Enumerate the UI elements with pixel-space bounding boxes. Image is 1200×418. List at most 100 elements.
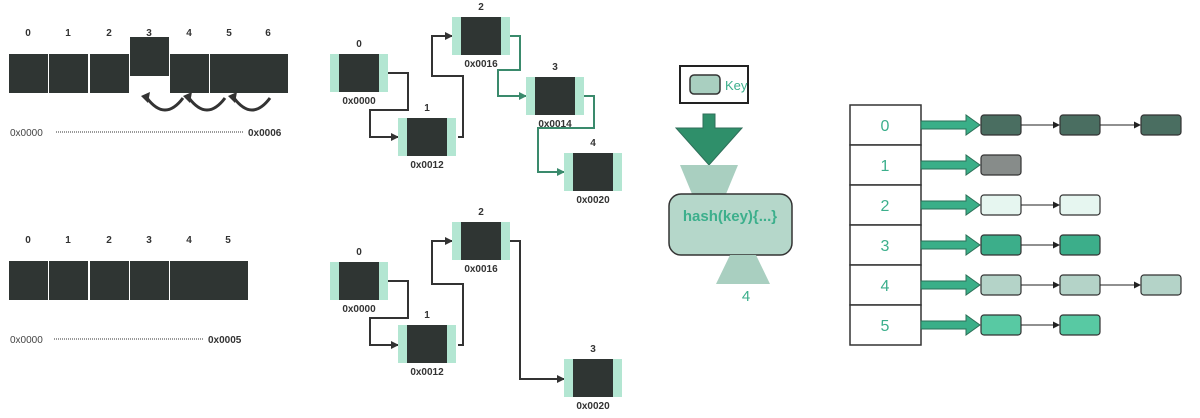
hash-table-index-1: 1 [881, 158, 890, 175]
chain-node-3-0 [980, 234, 1022, 256]
key-label: Key [725, 78, 748, 93]
hash-table-row-1: 1 [849, 144, 1022, 186]
array-bottom-index-2: 2 [106, 235, 112, 246]
bucket-pointer-arrow-4 [920, 274, 981, 296]
array-top-addr-start: 0x0000 [10, 128, 43, 139]
chain-node-0-2 [1140, 114, 1182, 136]
hash-table-row-2: 2 [849, 184, 1101, 226]
array-bottom-cell-4 [170, 261, 209, 300]
bucket-pointer-arrow-3 [920, 234, 981, 256]
array-bottom-index-0: 0 [25, 235, 31, 246]
array-bottom-cell-3 [130, 261, 169, 300]
chain-node-3-1 [1059, 234, 1101, 256]
hash-table-index-3: 3 [881, 238, 890, 255]
linked-top-node-2-label: 2 [478, 2, 484, 13]
funnel-top [680, 165, 738, 194]
array-top-index-5: 5 [226, 28, 232, 39]
bucket-pointer-arrow-1 [920, 154, 981, 176]
array-top-cell-0 [9, 54, 48, 93]
array-bottom-cell-1 [49, 261, 88, 300]
funnel-bottom [716, 255, 770, 284]
shift-arrow-3 [232, 97, 272, 112]
linked-bottom-node-3-label: 3 [590, 344, 596, 355]
array-top-index-1: 1 [65, 28, 71, 39]
hash-table-bucket-4 [849, 264, 922, 306]
array-top-index-3: 3 [146, 28, 152, 39]
chain-node-4-0 [980, 274, 1022, 296]
array-bottom-cell-0 [9, 261, 48, 300]
linked-bottom-node-1-address: 0x0012 [410, 367, 444, 378]
edge-b-1-2 [431, 237, 464, 346]
shift-arrow-2 [187, 97, 227, 112]
linked-bottom-node-0: 0 0x0000 [330, 247, 388, 315]
edge-3-4 [537, 95, 595, 176]
linked-bottom-node-1-label: 1 [424, 310, 430, 321]
array-bottom-addr-end: 0x0005 [208, 335, 242, 346]
array-top-addr-end: 0x0006 [248, 128, 282, 139]
array-bottom-index-4: 4 [186, 235, 192, 246]
chain-node-2-0 [980, 194, 1022, 216]
edge-b-2-3 [510, 240, 565, 383]
hash-table-row-3: 3 [849, 224, 1101, 266]
array-bottom-cell-2 [90, 261, 129, 300]
hash-table-index-2: 2 [881, 198, 890, 215]
edge-b-0-1 [369, 280, 409, 349]
bucket-pointer-arrow-0 [920, 114, 981, 136]
linked-bottom-node-3-address: 0x0020 [576, 401, 610, 412]
hash-table-index-4: 4 [881, 278, 890, 295]
linked-top-node-1-label: 1 [424, 103, 430, 114]
array-bottom-index-1: 1 [65, 235, 71, 246]
edge-2-3 [497, 35, 527, 100]
array-top-index-0: 0 [25, 28, 31, 39]
chain-node-5-0 [980, 314, 1022, 336]
hash-function-label: hash(key){...} [683, 208, 777, 225]
bucket-pointer-arrow-2 [920, 194, 981, 216]
linked-top-node-4-label: 4 [590, 138, 596, 149]
linked-bottom-node-0-address: 0x0000 [342, 304, 376, 315]
chain-node-4-2 [1140, 274, 1182, 296]
key-down-arrow [674, 113, 744, 166]
array-top-cell-2 [90, 54, 129, 93]
chain-node-4-1 [1059, 274, 1101, 296]
linked-top-node-1: 1 0x0012 [398, 103, 456, 171]
array-top-cell-4 [170, 54, 209, 93]
linked-top-edges [369, 32, 595, 176]
shift-arrow-heads [141, 92, 237, 103]
hash-table-bucket-1 [849, 144, 922, 186]
linked-bottom-node-0-label: 0 [356, 247, 362, 258]
linked-top-node-1-address: 0x0012 [410, 160, 444, 171]
chain-node-2-1 [1059, 194, 1101, 216]
linked-top-node-4-address: 0x0020 [576, 195, 610, 206]
linked-bottom-node-1: 1 0x0012 [398, 310, 456, 378]
shift-arrows [145, 97, 272, 112]
chain-node-0-0 [980, 114, 1022, 136]
edge-1-2 [431, 32, 464, 138]
array-top-cell-6 [249, 54, 288, 93]
shift-arrow-1 [145, 97, 185, 112]
array-top-cell-3 [130, 37, 169, 76]
hash-table-row-5: 5 [849, 304, 1101, 346]
linked-bottom-edges [369, 237, 565, 383]
hash-function-diagram: Key hash(key){...} 4 [668, 65, 793, 305]
chain-node-0-1 [1059, 114, 1101, 136]
hash-table-index-5: 5 [881, 318, 890, 335]
hash-table-bucket-3 [849, 224, 922, 266]
hash-table: 0 1 2 3 4 5 [849, 104, 1182, 346]
hash-table-bucket-5 [849, 304, 922, 346]
array-top-index-2: 2 [106, 28, 112, 39]
linked-bottom-node-2-address: 0x0016 [464, 264, 498, 275]
linked-top-node-3-address: 0x0014 [538, 119, 572, 130]
hash-table-index-0: 0 [881, 118, 890, 135]
array-top-index-4: 4 [186, 28, 192, 39]
linked-top-node-2-address: 0x0016 [464, 59, 498, 70]
array-bottom-addr-start: 0x0000 [10, 335, 43, 346]
hash-table-row-0: 0 [849, 104, 1182, 146]
linked-bottom-node-3: 3 0x0020 [564, 344, 622, 412]
chain-node-5-1 [1059, 314, 1101, 336]
